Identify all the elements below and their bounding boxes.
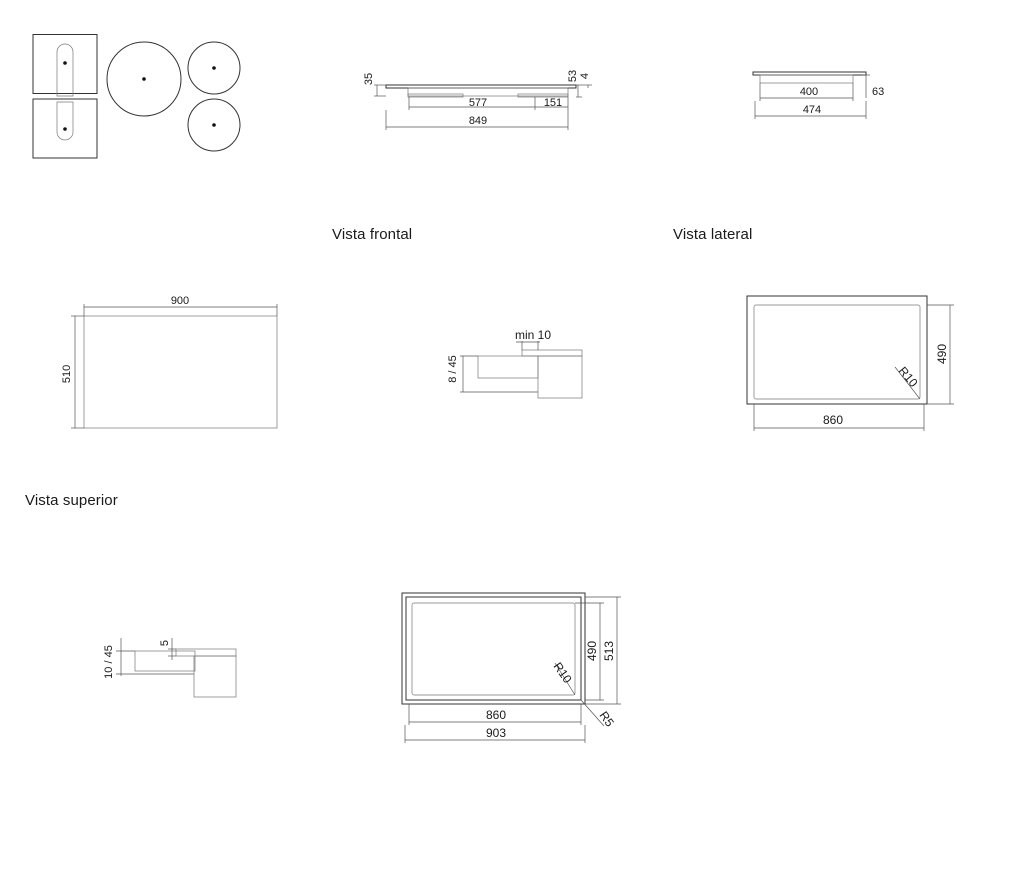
dim-flush-radius: R10 xyxy=(896,364,921,390)
dim-front-35: 35 xyxy=(363,73,375,85)
dim-flush-depth: 8 / 45 xyxy=(447,355,459,383)
medium-zone-bottom-center xyxy=(212,123,216,127)
dim-overlay-outer-width: 903 xyxy=(486,726,506,740)
outer-radius-leader xyxy=(580,699,605,727)
front-glass-top xyxy=(385,84,577,89)
inner-radius-leader xyxy=(554,662,576,696)
dim-overlay-step: 5 xyxy=(159,640,171,646)
cutout-overlay: R10 R5 490 513 860 903 xyxy=(401,592,621,743)
radius-leader xyxy=(894,366,921,400)
cutout-overlay-outer xyxy=(401,592,586,705)
medium-cooking-zone-bottom xyxy=(187,98,241,152)
front-body xyxy=(407,87,569,97)
caption-vista-superior: Vista superior xyxy=(25,492,118,509)
dim-flush-height: 490 xyxy=(935,344,949,364)
caption-vista-frontal: Vista frontal xyxy=(332,226,413,243)
side-glass-top xyxy=(752,71,867,76)
flex-zone-top-outline xyxy=(56,43,74,97)
overlay-hob-body xyxy=(134,650,196,672)
large-cooking-zone xyxy=(106,41,182,117)
overlay-glass xyxy=(175,648,237,657)
dim-top-900: 900 xyxy=(171,295,189,307)
dim-flush-gap: min 10 xyxy=(515,328,551,342)
cutout-flush: R10 490 860 xyxy=(746,295,954,431)
top-view-outline xyxy=(83,315,278,429)
dim-overlay-inner-radius: R10 xyxy=(551,660,575,686)
flush-mount-section: 8 / 45 min 10 xyxy=(447,328,583,399)
overlay-mount-section: 10 / 45 5 xyxy=(103,638,237,698)
front-foot-right xyxy=(517,93,569,98)
flex-zone-top-center xyxy=(63,61,67,65)
dim-front-849: 849 xyxy=(469,115,487,127)
dim-side-63: 63 xyxy=(872,86,884,98)
caption-vista-lateral: Vista lateral xyxy=(673,226,753,243)
medium-zone-top-center xyxy=(212,66,216,70)
flex-zone-top xyxy=(32,34,98,94)
dim-top-510: 510 xyxy=(61,365,73,383)
flex-zone-bottom-center xyxy=(63,127,67,131)
cutout-flush-inner xyxy=(753,304,921,400)
large-zone-center xyxy=(142,77,146,81)
front-view: 35 53 4 577 151 849 xyxy=(363,70,592,130)
dim-flush-width: 860 xyxy=(823,413,843,427)
dim-front-4: 4 xyxy=(579,73,591,79)
flex-zone-bottom xyxy=(32,98,98,159)
side-body xyxy=(759,74,854,84)
hob-zone-layout xyxy=(32,34,241,159)
side-view: 63 400 474 xyxy=(752,71,884,119)
flush-glass xyxy=(521,349,583,357)
top-view: 900 510 xyxy=(61,295,278,429)
flush-worktop xyxy=(537,355,583,399)
dim-overlay-inner-width: 860 xyxy=(486,708,506,722)
dim-overlay-inner-height: 490 xyxy=(585,641,599,661)
cutout-flush-outer xyxy=(746,295,928,405)
dim-overlay-depth: 10 / 45 xyxy=(103,645,115,679)
dim-front-53: 53 xyxy=(567,70,579,82)
dim-side-400: 400 xyxy=(800,86,818,98)
cutout-overlay-inner xyxy=(411,602,576,696)
flex-zone-bottom-outline xyxy=(56,101,74,141)
dim-overlay-outer-radius: R5 xyxy=(597,709,617,730)
overlay-worktop xyxy=(193,655,237,698)
front-foot-left xyxy=(407,93,464,98)
flush-hob-body xyxy=(477,355,539,379)
medium-cooking-zone-top xyxy=(187,41,241,95)
dim-front-577: 577 xyxy=(469,97,487,109)
cutout-overlay-rebate xyxy=(405,596,582,701)
dim-front-151: 151 xyxy=(544,97,562,109)
dim-side-474: 474 xyxy=(803,104,821,116)
dim-overlay-outer-height: 513 xyxy=(602,641,616,661)
